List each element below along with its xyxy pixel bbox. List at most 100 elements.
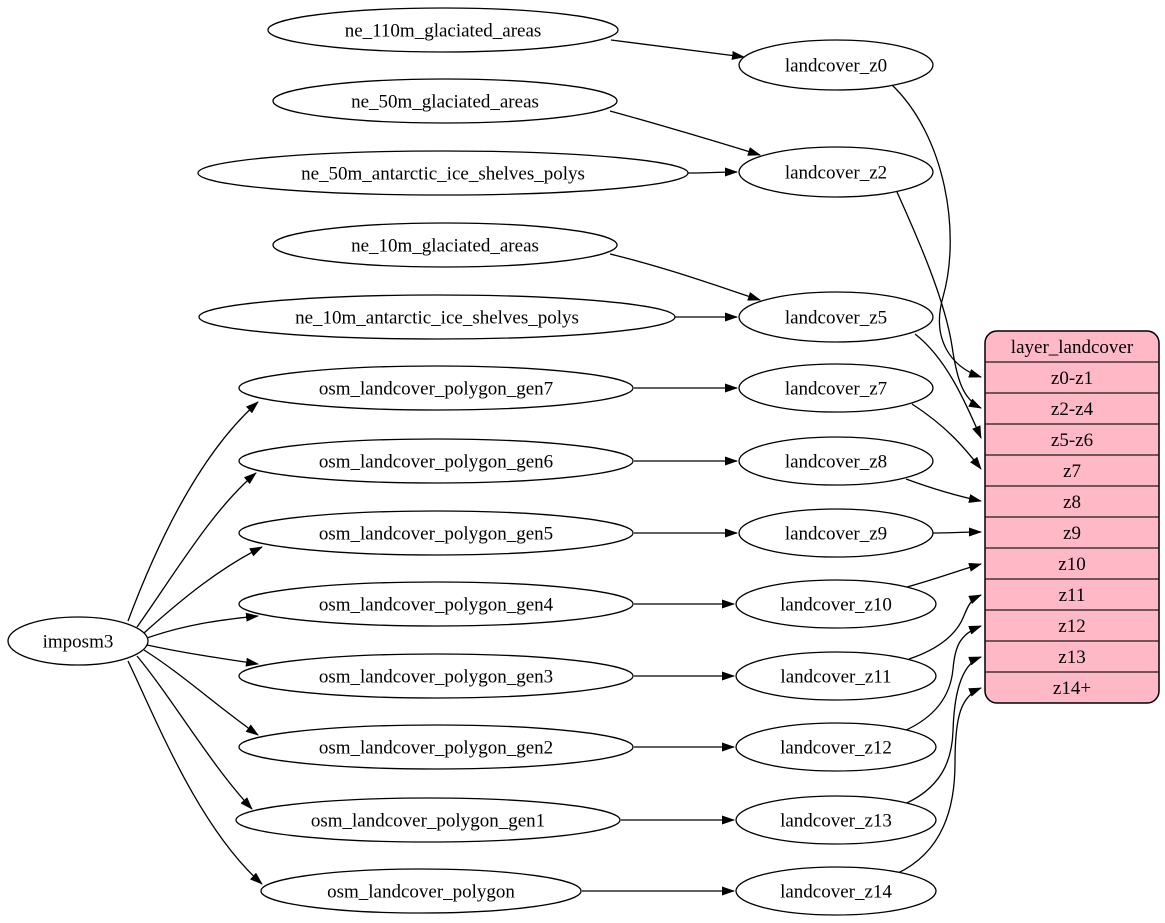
node-label-osm_landcover_polygon: osm_landcover_polygon [327,881,515,902]
node-ellipse-osm_landcover_polygon [260,868,582,914]
node-label-landcover_z7: landcover_z7 [785,378,887,399]
node-ellipse-ne_50m_glaciated_areas [272,78,618,124]
node-landcover_z11: landcover_z11 [735,651,937,701]
edge-ne_50m_glaciated_areas-to-landcover_z2 [609,110,761,156]
nodes-layer: imposm3 ne_110m_glaciated_areas ne_50m_gla… [7,7,937,916]
node-ellipse-landcover_z5 [738,291,934,343]
node-osm_landcover_polygon_gen6: osm_landcover_polygon_gen6 [238,438,634,484]
edge-landcover_z2-to-layer_landcover-z2-z4 [896,191,982,409]
node-landcover_z9: landcover_z9 [738,508,934,558]
node-osm_landcover_polygon_gen2: osm_landcover_polygon_gen2 [238,724,634,770]
node-landcover_z5: landcover_z5 [738,291,934,343]
edge-landcover_z10-to-layer_landcover-z10 [906,563,982,588]
edge-imposm3-to-osm_landcover_polygon [127,660,263,885]
node-ellipse-osm_landcover_polygon_gen3 [238,653,634,699]
edges-layer [127,39,982,896]
node-label-ne_10m_glaciated_areas: ne_10m_glaciated_areas [351,235,539,256]
node-ellipse-ne_10m_glaciated_areas [272,222,618,268]
node-label-landcover_z10: landcover_z10 [780,594,892,615]
node-label-imposm3: imposm3 [43,631,114,652]
node-ellipse-ne_110m_glaciated_areas [267,7,619,53]
record-row-z10: z10 [1058,554,1085,575]
node-osm_landcover_polygon: osm_landcover_polygon [260,868,582,914]
node-label-ne_50m_antarctic_ice_shelves_polys: ne_50m_antarctic_ice_shelves_polys [301,163,585,184]
node-ellipse-landcover_z7 [738,363,934,413]
node-landcover_z8: landcover_z8 [738,436,934,486]
record-row-z7: z7 [1063,461,1081,482]
node-landcover_z2: landcover_z2 [738,146,934,198]
node-ellipse-landcover_z2 [738,146,934,198]
record-row-z0-z1: z0-z1 [1051,368,1093,389]
node-ellipse-osm_landcover_polygon_gen4 [238,581,634,627]
node-ellipse-landcover_z12 [735,722,937,772]
node-ellipse-landcover_z14 [735,866,937,916]
edge-imposm3-to-osm_landcover_polygon_gen6 [136,472,257,628]
node-ne_10m_glaciated_areas: ne_10m_glaciated_areas [272,222,618,268]
edge-landcover_z12-to-layer_landcover-z12 [903,625,982,732]
node-ellipse-landcover_z9 [738,508,934,558]
node-label-landcover_z8: landcover_z8 [785,451,887,472]
record-row-z13: z13 [1058,647,1085,668]
node-label-landcover_z5: landcover_z5 [785,307,887,328]
node-label-osm_landcover_polygon_gen4: osm_landcover_polygon_gen4 [319,594,554,615]
record-row-z9: z9 [1063,523,1081,544]
node-ellipse-ne_50m_antarctic_ice_shelves_polys [197,150,689,196]
node-landcover_z0: landcover_z0 [738,39,934,91]
record-title: layer_landcover [1011,337,1134,358]
node-label-osm_landcover_polygon_gen1: osm_landcover_polygon_gen1 [311,810,545,831]
node-ellipse-osm_landcover_polygon_gen5 [238,510,634,556]
node-ellipse-landcover_z11 [735,651,937,701]
node-ne_50m_antarctic_ice_shelves_polys: ne_50m_antarctic_ice_shelves_polys [197,150,689,196]
node-label-landcover_z2: landcover_z2 [785,162,887,183]
node-landcover_z7: landcover_z7 [738,363,934,413]
node-imposm3: imposm3 [7,616,149,666]
edge-ne_10m_glaciated_areas-to-landcover_z5 [609,253,761,301]
edge-imposm3-to-osm_landcover_polygon_gen5 [143,546,263,634]
edge-imposm3-to-osm_landcover_polygon_gen3 [146,644,259,667]
edge-landcover_z13-to-layer_landcover-z13 [899,656,982,807]
edge-imposm3-to-osm_landcover_polygon_gen7 [127,401,259,622]
node-ellipse-ne_10m_antarctic_ice_shelves_polys [198,294,676,340]
node-ellipse-landcover_z0 [738,39,934,91]
node-ellipse-imposm3 [7,616,149,666]
edge-ne_110m_glaciated_areas-to-landcover_z0 [610,39,745,60]
node-ellipse-landcover_z10 [735,579,937,629]
node-osm_landcover_polygon_gen5: osm_landcover_polygon_gen5 [238,510,634,556]
node-ne_50m_glaciated_areas: ne_50m_glaciated_areas [272,78,618,124]
edge-landcover_z7-to-layer_landcover-z7 [911,403,982,470]
node-label-osm_landcover_polygon_gen2: osm_landcover_polygon_gen2 [319,737,553,758]
record-row-z2-z4: z2-z4 [1051,399,1094,420]
node-label-osm_landcover_polygon_gen5: osm_landcover_polygon_gen5 [319,523,553,544]
node-label-ne_10m_antarctic_ice_shelves_polys: ne_10m_antarctic_ice_shelves_polys [295,307,579,328]
edge-ne_50m_antarctic_ice_shelves_polys-to-landcover_z2 [687,167,738,177]
record-row-z11: z11 [1059,585,1086,606]
node-osm_landcover_polygon_gen3: osm_landcover_polygon_gen3 [238,653,634,699]
node-osm_landcover_polygon_gen7: osm_landcover_polygon_gen7 [238,365,634,411]
node-label-landcover_z14: landcover_z14 [780,881,892,902]
record-row-z14+: z14+ [1053,678,1091,699]
node-ne_10m_antarctic_ice_shelves_polys: ne_10m_antarctic_ice_shelves_polys [198,294,676,340]
node-label-ne_50m_glaciated_areas: ne_50m_glaciated_areas [351,91,539,112]
node-ellipse-osm_landcover_polygon_gen7 [238,365,634,411]
node-ne_110m_glaciated_areas: ne_110m_glaciated_areas [267,7,619,53]
node-landcover_z10: landcover_z10 [735,579,937,629]
edge-landcover_z14-to-layer_landcover-z14+ [895,687,982,875]
node-label-osm_landcover_polygon_gen6: osm_landcover_polygon_gen6 [319,451,553,472]
node-osm_landcover_polygon_gen4: osm_landcover_polygon_gen4 [238,581,634,627]
node-ellipse-landcover_z13 [735,795,937,845]
node-label-landcover_z13: landcover_z13 [780,810,892,831]
node-osm_landcover_polygon_gen1: osm_landcover_polygon_gen1 [235,797,621,843]
node-label-landcover_z0: landcover_z0 [785,55,887,76]
edge-landcover_z0-to-layer_landcover-z0-z1 [890,83,982,378]
node-label-osm_landcover_polygon_gen3: osm_landcover_polygon_gen3 [319,666,553,687]
node-landcover_z13: landcover_z13 [735,795,937,845]
node-ellipse-landcover_z8 [738,436,934,486]
edge-imposm3-to-osm_landcover_polygon_gen4 [146,612,259,639]
node-ellipse-osm_landcover_polygon_gen1 [235,797,621,843]
node-label-ne_110m_glaciated_areas: ne_110m_glaciated_areas [345,20,542,41]
edge-imposm3-to-osm_landcover_polygon_gen2 [143,649,259,736]
record-row-z8: z8 [1063,492,1081,513]
node-label-osm_landcover_polygon_gen7: osm_landcover_polygon_gen7 [319,378,553,399]
